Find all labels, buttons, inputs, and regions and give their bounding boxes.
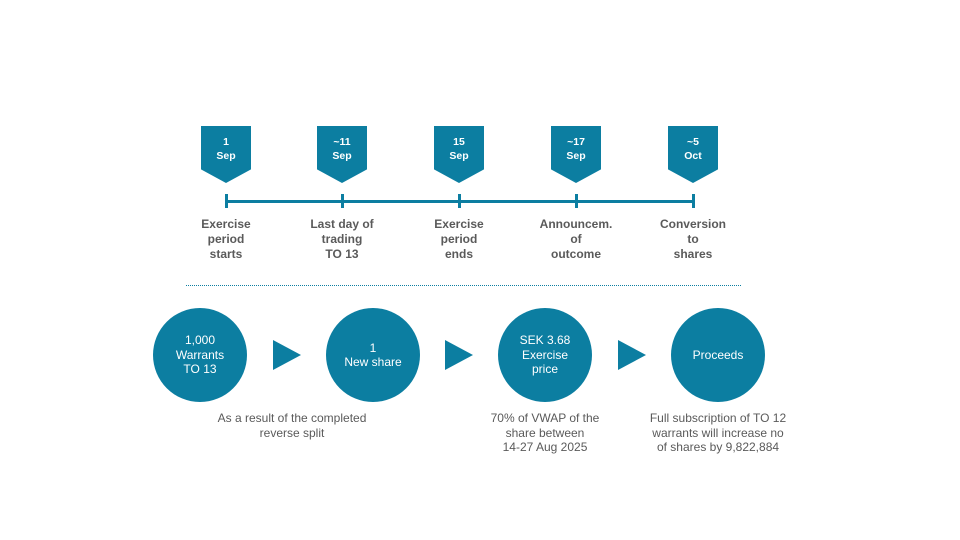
proceeds-circle: Proceeds — [671, 308, 765, 402]
note-line: 70% of VWAP of the — [490, 411, 600, 425]
circle-line: Proceeds — [692, 347, 744, 362]
timeline-tick — [341, 194, 344, 208]
date-day: 1 — [223, 136, 229, 148]
note-line: warrants will increase no — [652, 425, 784, 440]
event-label-2: Last day of trading TO 13 — [287, 217, 397, 262]
event-line: starts — [209, 247, 243, 261]
event-label-5: Conversion to shares — [638, 217, 748, 262]
event-line: Conversion — [659, 217, 726, 231]
event-line: trading — [321, 232, 363, 246]
date-day: ~17 — [567, 136, 585, 148]
date-flag-4: ~17 Sep — [551, 126, 601, 183]
event-line: Last day of — [310, 217, 374, 231]
event-line: period — [207, 232, 245, 246]
event-line: outcome — [550, 247, 601, 261]
event-line: period — [440, 232, 478, 246]
circle-line: Exercise — [521, 347, 568, 362]
event-line: Announcem. — [539, 217, 613, 231]
event-line: TO 13 — [325, 247, 359, 261]
circle-line: price — [531, 362, 558, 377]
event-line: Exercise — [201, 217, 251, 231]
date-month: Sep — [566, 150, 586, 162]
note-line: share between — [505, 425, 585, 440]
timeline-tick — [692, 194, 695, 208]
date-day: 15 — [453, 136, 465, 148]
event-label-3: Exercise period ends — [404, 217, 514, 262]
timeline-tick — [225, 194, 228, 208]
event-line: ends — [444, 247, 473, 261]
event-line: of — [570, 232, 582, 246]
note-line: 14-27 Aug 2025 — [502, 440, 588, 454]
circle-line: SEK 3.68 — [519, 333, 571, 348]
date-day: ~11 — [333, 136, 351, 148]
event-line: to — [687, 232, 699, 246]
event-label-4: Announcem. of outcome — [521, 217, 631, 262]
timeline-tick — [458, 194, 461, 208]
date-flag-5: ~5 Oct — [668, 126, 718, 183]
event-label-1: Exercise period starts — [171, 217, 281, 262]
new-share-circle: 1 New share — [326, 308, 420, 402]
note-line: reverse split — [259, 425, 325, 440]
date-month: Sep — [332, 150, 352, 162]
timeline-tick — [575, 194, 578, 208]
vwap-note: 70% of VWAP of the share between 14-27 A… — [470, 411, 620, 455]
arrow-right-icon — [445, 340, 473, 370]
date-month: Oct — [684, 150, 702, 162]
subscription-note: Full subscription of TO 12 warrants will… — [628, 411, 808, 455]
exercise-price-circle: SEK 3.68 Exercise price — [498, 308, 592, 402]
circle-line: 1 — [369, 340, 377, 355]
date-flag-1: 1 Sep — [201, 126, 251, 183]
reverse-split-note: As a result of the completed reverse spl… — [192, 411, 392, 440]
note-line: Full subscription of TO 12 — [649, 411, 787, 425]
note-line: As a result of the completed — [217, 411, 367, 425]
event-line: Exercise — [434, 217, 484, 231]
date-flag-3: 15 Sep — [434, 126, 484, 183]
date-month: Sep — [216, 150, 236, 162]
arrow-right-icon — [618, 340, 646, 370]
circle-line: TO 13 — [183, 362, 217, 377]
circle-line: Warrants — [175, 347, 225, 362]
arrow-right-icon — [273, 340, 301, 370]
date-month: Sep — [449, 150, 469, 162]
date-flag-2: ~11 Sep — [317, 126, 367, 183]
circle-line: New share — [344, 355, 402, 369]
circle-line: 1,000 — [184, 333, 216, 348]
warrants-circle: 1,000 Warrants TO 13 — [153, 308, 247, 402]
date-day: ~5 — [687, 136, 699, 148]
note-line: of shares by 9,822,884 — [656, 440, 780, 454]
dotted-divider — [186, 285, 741, 286]
event-line: shares — [673, 247, 713, 261]
